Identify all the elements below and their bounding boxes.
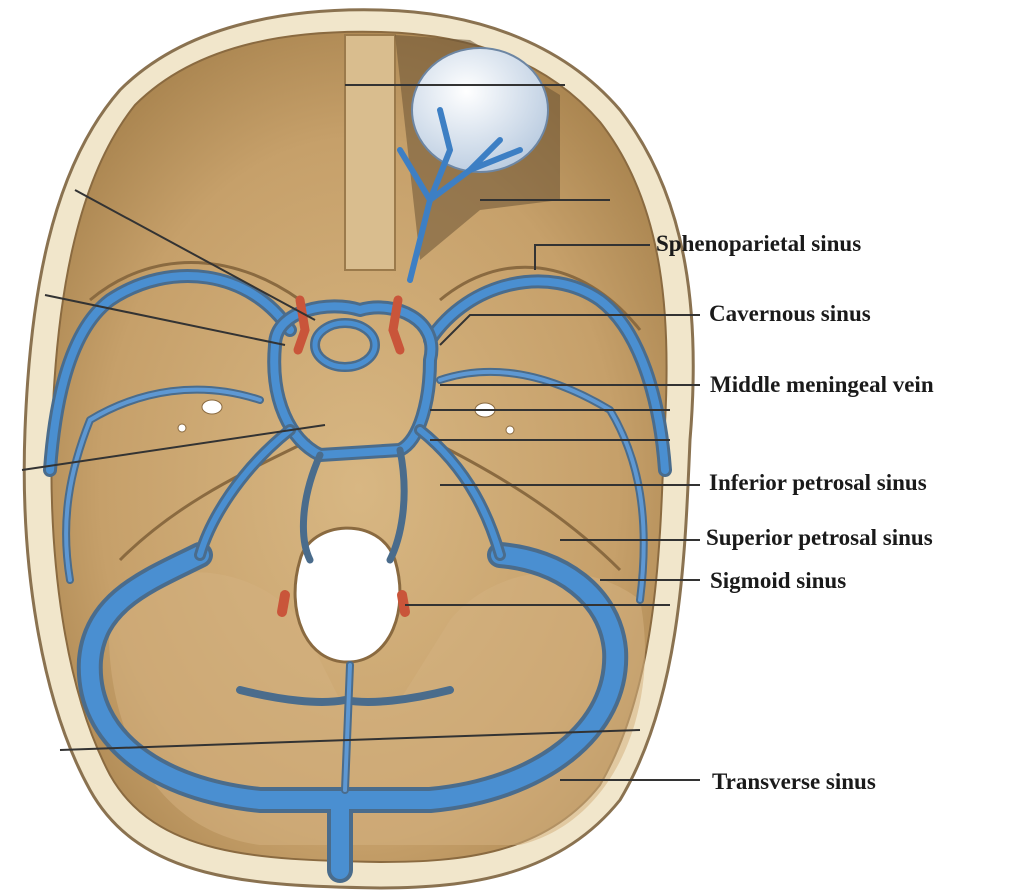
- crista-galli: [345, 35, 395, 270]
- foramen-ovale-left: [202, 400, 222, 414]
- label-inferior-petrosal-sinus: Inferior petrosal sinus: [709, 471, 927, 494]
- vertebral-artery-left: [282, 595, 285, 612]
- label-sphenoparietal-sinus: Sphenoparietal sinus: [656, 232, 861, 255]
- label-middle-meningeal-vein: Middle meningeal vein: [710, 373, 934, 396]
- foramen-magnum: [295, 528, 400, 662]
- vertebral-artery-right: [402, 595, 405, 612]
- label-sigmoid-sinus: Sigmoid sinus: [710, 569, 846, 592]
- foramen-spinosum-right: [506, 426, 514, 434]
- foramen-spinosum-left: [178, 424, 186, 432]
- label-transverse-sinus: Transverse sinus: [712, 770, 876, 793]
- eyeball: [412, 48, 548, 172]
- label-superior-petrosal-sinus: Superior petrosal sinus: [706, 526, 933, 549]
- label-cavernous-sinus: Cavernous sinus: [709, 302, 871, 325]
